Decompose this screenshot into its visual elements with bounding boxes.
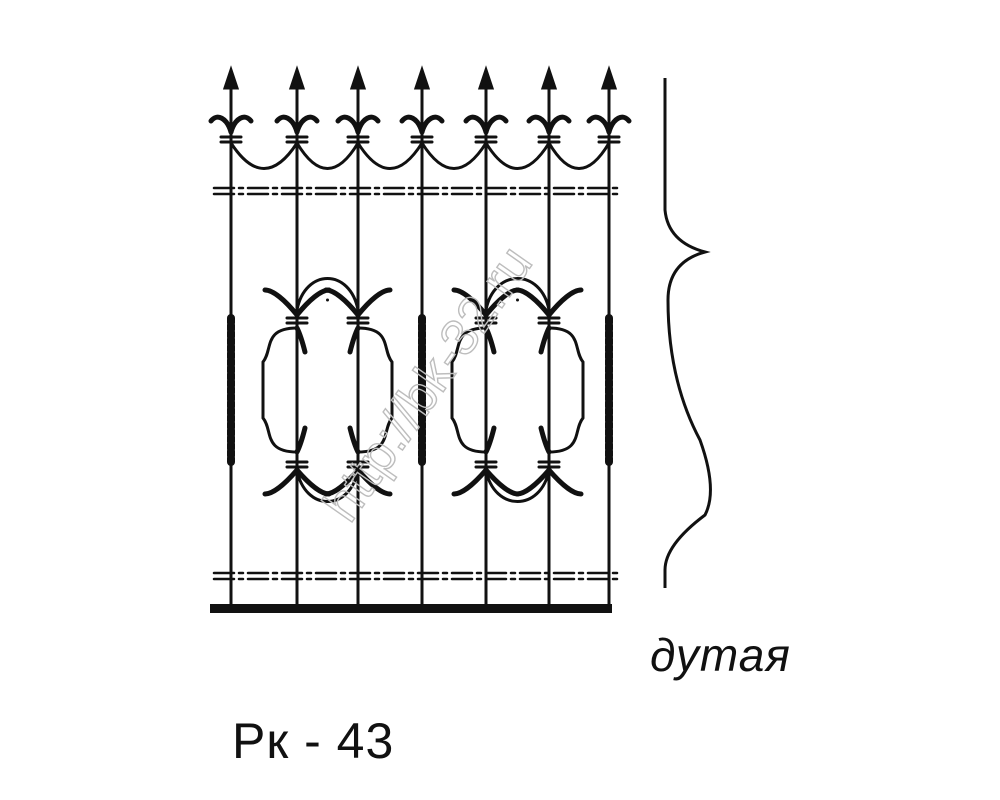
leaf-scroll-upper <box>355 287 393 318</box>
crown-scroll-right <box>546 114 572 135</box>
crown-scroll-right <box>483 114 509 135</box>
top-arch <box>229 141 299 170</box>
top-arch <box>420 141 488 170</box>
inner-hook-lower <box>483 425 497 455</box>
leaf-scroll-lower <box>323 467 361 497</box>
leaf-scroll-upper <box>546 287 584 318</box>
inner-hook-upper <box>483 325 497 355</box>
leaf-scroll-upper <box>451 287 489 318</box>
cartouche-top-loop <box>484 277 551 312</box>
profile-outline <box>663 78 712 588</box>
inner-hook-lower <box>294 425 308 455</box>
leaf-scroll-upper <box>262 287 300 318</box>
leaf-scroll-lower <box>514 467 552 497</box>
inner-hook-lower <box>347 425 361 455</box>
crown-scroll-right <box>606 114 632 135</box>
crown-scroll-right <box>294 114 320 135</box>
crown-scroll-right <box>355 114 381 135</box>
cartouche-right-frame <box>547 326 585 454</box>
crown-scroll-right <box>419 114 445 135</box>
grille-panel <box>208 65 632 613</box>
cartouche-bottom-loop <box>484 468 551 503</box>
cartouche-right-frame <box>356 326 394 454</box>
profile-curve <box>663 78 712 588</box>
inner-hook-lower <box>538 425 552 455</box>
model-code: Рк - 43 <box>232 713 395 769</box>
inner-hook-upper <box>294 325 308 355</box>
base-rail <box>210 604 612 613</box>
crown-scroll-left <box>274 114 300 135</box>
inner-hook-upper <box>347 325 361 355</box>
cartouche-bottom-loop <box>295 468 360 503</box>
leaf-scroll-lower <box>262 467 300 497</box>
type-caption: дутая <box>650 629 791 681</box>
cartouche-top-loop <box>295 277 360 312</box>
leaf-scroll-upper <box>323 287 361 318</box>
top-arch <box>356 141 424 170</box>
crown-scroll-left <box>335 114 361 135</box>
top-arch <box>484 141 551 170</box>
crown-scroll-left <box>399 114 425 135</box>
top-arch <box>547 141 611 170</box>
leaf-scroll-lower <box>355 467 393 497</box>
crown-scroll-left <box>586 114 612 135</box>
cartouche-left-frame <box>261 326 299 454</box>
leaf-scroll-lower <box>451 467 489 497</box>
crown-scroll-right <box>228 114 254 135</box>
leaf-scroll-upper <box>514 287 552 318</box>
crown-scroll-left <box>526 114 552 135</box>
crown-scroll-left <box>463 114 489 135</box>
watermark-text: http://bk-32.ru <box>312 236 544 532</box>
top-arch <box>295 141 360 170</box>
crown-scroll-left <box>208 114 234 135</box>
cartouche-left-frame <box>450 326 488 454</box>
inner-hook-upper <box>538 325 552 355</box>
leaf-scroll-lower <box>546 467 584 497</box>
